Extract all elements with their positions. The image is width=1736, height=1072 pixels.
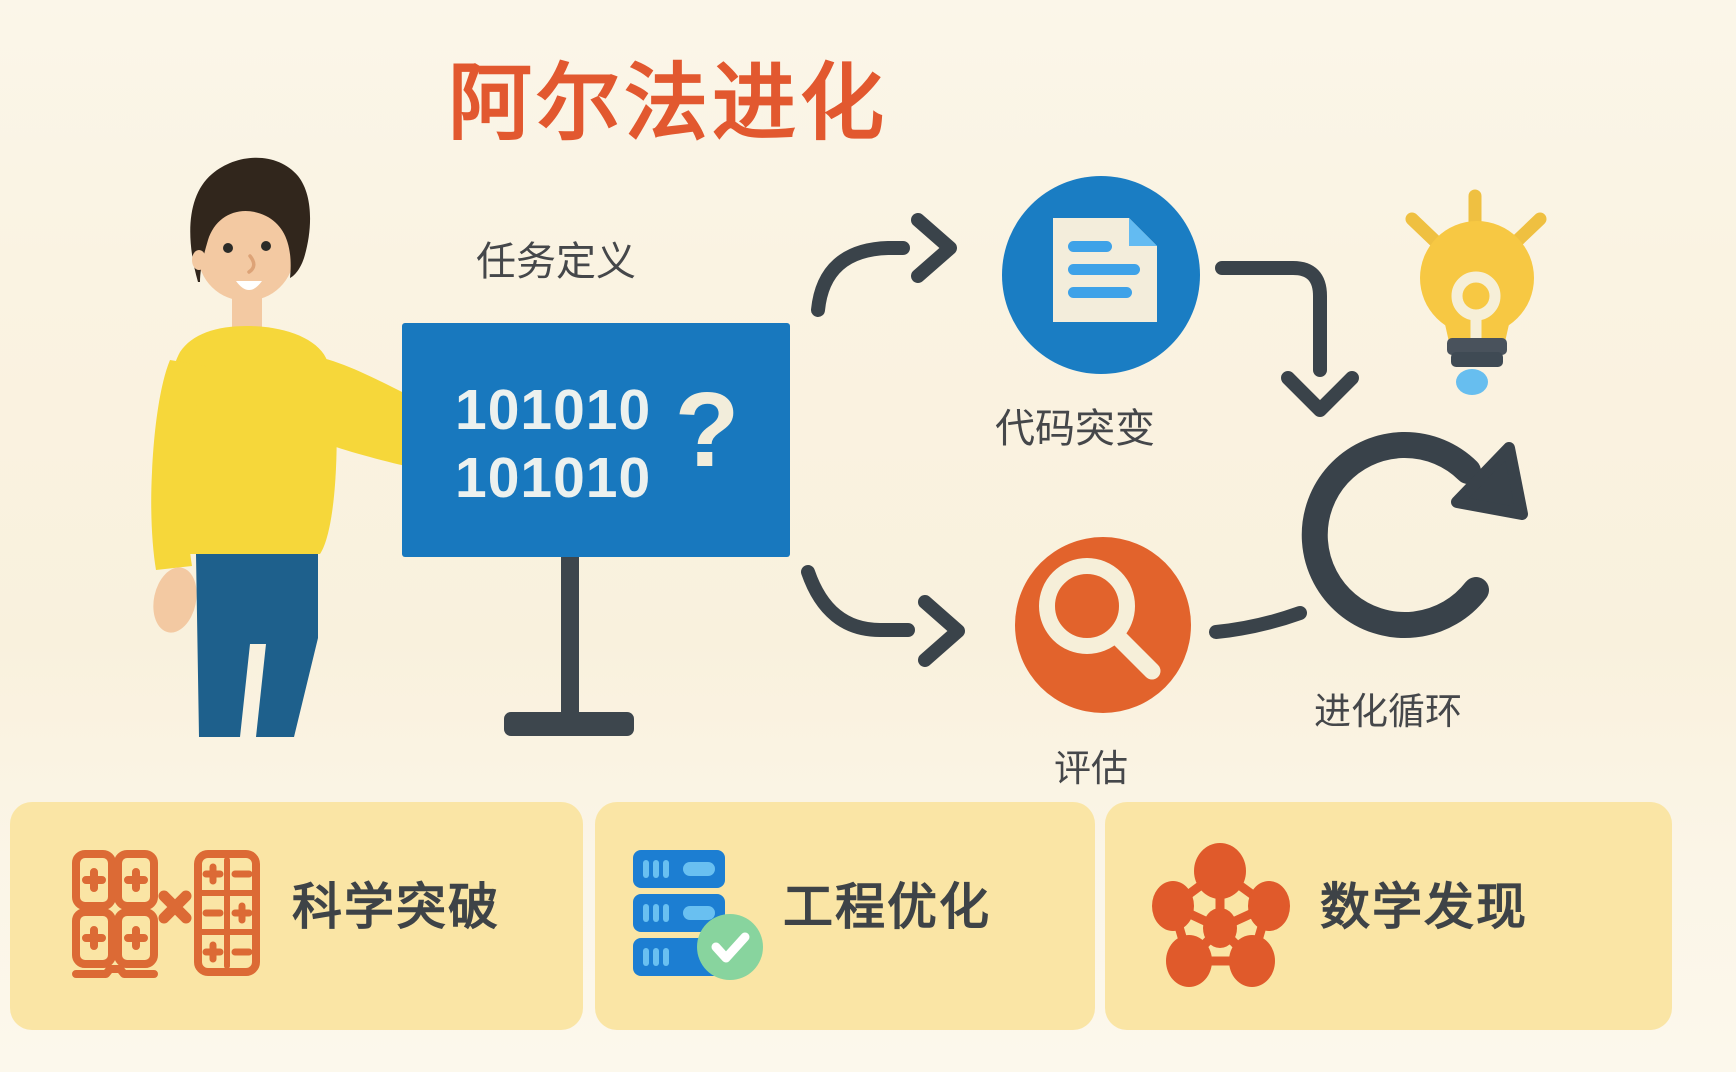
arrowhead-task-to-evaluation bbox=[918, 595, 965, 667]
card-math-discovery: 数学发现 bbox=[1105, 802, 1672, 1030]
mutation-node bbox=[1002, 176, 1200, 374]
person-figure bbox=[151, 157, 406, 737]
person-hair bbox=[190, 157, 311, 282]
label-code-mutation: 代码突变 bbox=[995, 407, 1155, 451]
arrowhead-mutation-to-loop bbox=[1281, 371, 1359, 417]
document-line-3 bbox=[1068, 287, 1132, 298]
arrow-task-to-evaluation bbox=[801, 565, 915, 637]
board-base bbox=[504, 712, 634, 736]
molecule-network-icon bbox=[1152, 843, 1290, 987]
cycle-arrow-icon bbox=[1301, 432, 1528, 638]
document-icon bbox=[1053, 218, 1157, 322]
lightbulb-drop bbox=[1456, 369, 1488, 395]
arrow-task-to-mutation bbox=[811, 241, 910, 317]
board-panel bbox=[402, 323, 790, 557]
person-torso bbox=[162, 326, 337, 554]
server-stack-check-icon bbox=[633, 850, 763, 980]
document-fold bbox=[1129, 218, 1157, 246]
calculator-pair-icon bbox=[72, 850, 260, 978]
person-arm-hanging bbox=[151, 360, 206, 570]
person-hand bbox=[153, 567, 197, 633]
board-question-mark: ? bbox=[674, 371, 740, 489]
board-pole bbox=[561, 552, 579, 718]
lightbulb-base-top bbox=[1447, 338, 1507, 355]
lightbulb-base-bottom bbox=[1451, 352, 1503, 367]
magnifier-handle bbox=[1107, 626, 1161, 680]
evaluation-node bbox=[1015, 537, 1191, 713]
check-mark bbox=[711, 932, 750, 963]
magnifier-lens bbox=[1039, 558, 1135, 654]
card-label-science: 科学突破 bbox=[292, 879, 500, 935]
arrowhead-task-to-mutation bbox=[911, 213, 957, 283]
document-line-1 bbox=[1068, 241, 1112, 252]
connector-evaluation-to-loop bbox=[1209, 606, 1307, 639]
person-nose bbox=[247, 254, 256, 274]
label-evolution-loop: 进化循环 bbox=[1314, 691, 1462, 732]
task-board bbox=[402, 323, 790, 736]
card-science-breakthrough: 科学突破 bbox=[10, 802, 583, 1030]
cycle-arrowhead bbox=[1451, 442, 1528, 520]
person-pants bbox=[196, 554, 318, 737]
board-binary-line-2: 101010 bbox=[455, 446, 652, 510]
document-line-2 bbox=[1068, 264, 1140, 275]
label-task-definition: 任务定义 bbox=[476, 240, 636, 284]
board-binary-line-1: 101010 bbox=[455, 378, 652, 442]
person-ear bbox=[192, 250, 206, 270]
label-evaluation: 评估 bbox=[1054, 748, 1128, 789]
person-face bbox=[198, 207, 294, 301]
card-label-engineering: 工程优化 bbox=[783, 879, 991, 935]
arrow-mutation-to-loop bbox=[1215, 261, 1327, 377]
card-engineering-optimization: 工程优化 bbox=[595, 802, 1095, 1030]
person-eye-right bbox=[261, 241, 271, 251]
highlight-cards: 科学突破 工程优化 bbox=[0, 802, 1736, 1030]
card-label-math: 数学发现 bbox=[1320, 879, 1528, 935]
person-smile bbox=[236, 281, 262, 290]
lightbulb-icon bbox=[1405, 189, 1547, 395]
cycle-arc bbox=[1301, 432, 1489, 638]
lightbulb-rays bbox=[1405, 189, 1547, 248]
person-eye-left bbox=[223, 243, 233, 253]
magnifier-icon bbox=[1039, 558, 1161, 680]
page-title: 阿尔法进化 bbox=[447, 56, 888, 150]
person-neck bbox=[232, 294, 262, 328]
flow-arrows bbox=[801, 213, 1359, 667]
